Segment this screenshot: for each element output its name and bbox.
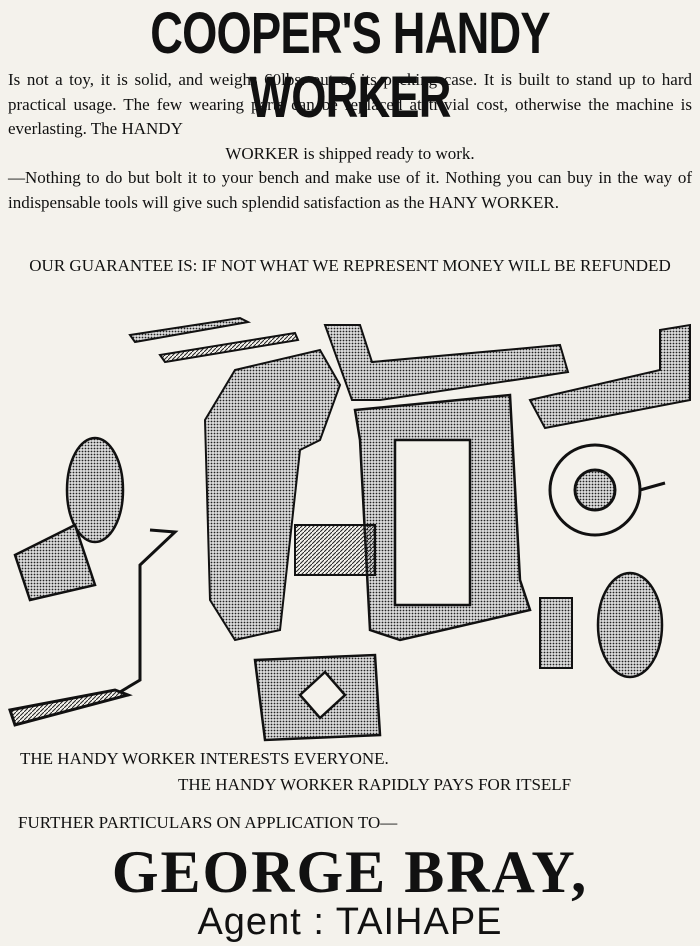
drill-bit — [158, 331, 300, 364]
main-body — [353, 393, 532, 642]
small-bracket — [539, 597, 573, 669]
emery-wheel — [596, 571, 664, 679]
tagline-pays: THE HANDY WORKER RAPIDLY PAYS FOR ITSELF — [178, 775, 572, 794]
chisel-tool — [128, 316, 252, 344]
guarantee-statement: OUR GUARANTEE IS: IF NOT WHAT WE REPRESE… — [29, 256, 671, 275]
agent-name: GEORGE BRAY, — [111, 839, 589, 905]
bench-rest — [528, 323, 691, 430]
threaded-spindle — [294, 524, 376, 576]
crank-handle — [8, 528, 179, 727]
agent-location: Agent : TAIHAPE — [197, 901, 503, 943]
headline: COOPER'S HANDY WORKER — [150, 1, 550, 130]
tagline-particulars: FURTHER PARTICULARS ON APPLICATION TO— — [18, 813, 398, 832]
left-gear-housing — [203, 348, 342, 642]
body-paragraph-2: WORKER is shipped ready to work. — [225, 143, 475, 163]
grinding-wheel — [13, 436, 125, 602]
clamp-plate — [253, 653, 382, 742]
hand-wheel — [548, 443, 666, 537]
body-copy: Is not a toy, it is solid, and weighs 60… — [8, 68, 692, 215]
tagline-interests: THE HANDY WORKER INTERESTS EVERYONE. — [20, 749, 389, 768]
machine-illustration — [8, 316, 691, 742]
body-paragraph-3: —Nothing to do but bolt it to your bench… — [8, 168, 692, 212]
anvil-part — [323, 324, 570, 401]
body-paragraph-1: Is not a toy, it is solid, and weighs 60… — [8, 70, 692, 138]
